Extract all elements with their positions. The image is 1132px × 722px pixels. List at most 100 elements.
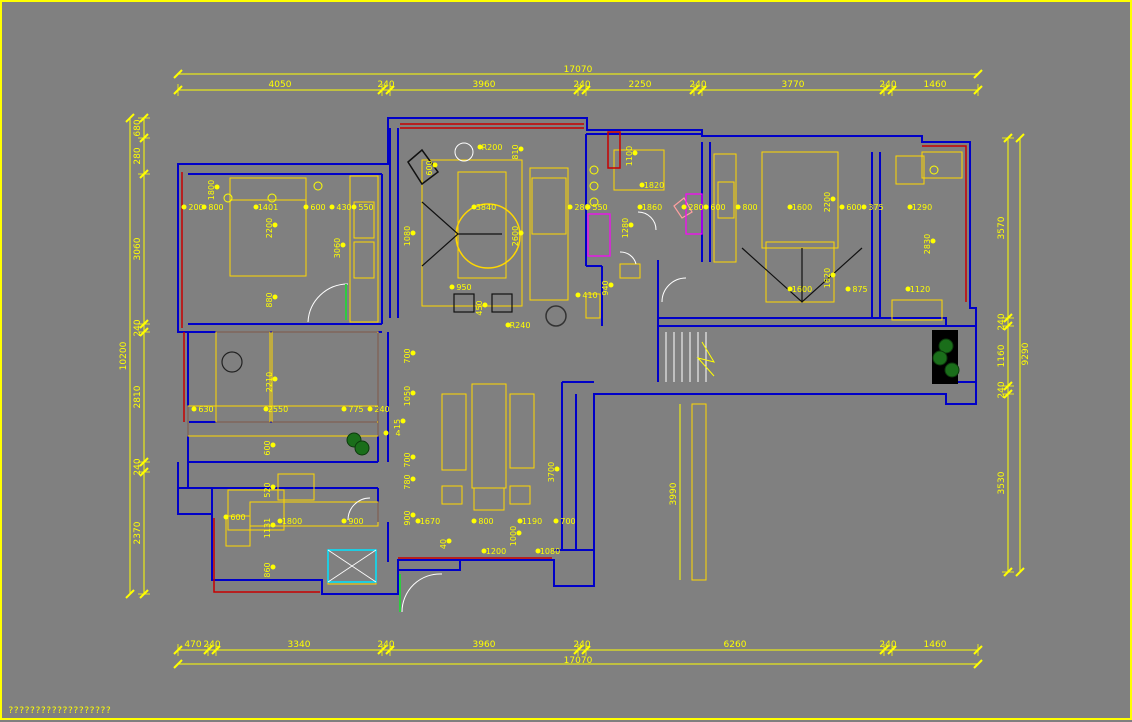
dining-dimension-label: 4 [395,429,400,438]
bed2-dimension-label: 600 [846,203,861,212]
dimension-label: 1460 [924,640,947,650]
dimension-marker [263,406,269,412]
bed2-dimension-label: 2830 [923,234,932,254]
status-text: ??????????????????? [8,706,111,716]
furniture-outline [765,241,835,303]
bathtub-edge [607,131,621,169]
dimension-label: 240 [377,80,394,90]
dimension-tick [173,69,183,79]
dining-dimension-label: 1200 [486,547,506,556]
dimension-marker [632,150,638,156]
plant-icon [932,350,948,366]
furniture-outline [277,473,315,501]
dimension-marker [367,406,373,412]
furniture-outline [761,151,839,249]
kitchen-dimension-label: 600 [263,440,272,455]
dimension-label: 240 [879,80,896,90]
dimension-label: 1460 [924,80,947,90]
furniture-outline [691,403,707,581]
wardrobe-dimension-label: 3990 [669,482,679,505]
dimension-marker [535,548,541,554]
dimension-label: 3570 [997,216,1007,239]
dimension-label: 240 [997,313,1007,330]
furniture-outline [225,515,251,547]
dimension-label: 240 [879,640,896,650]
dimension-marker [735,204,741,210]
bed1-dimension-label: 600 [310,203,325,212]
dimension-label: 3340 [288,640,311,650]
bath-dimension-label: 1100 [625,146,634,166]
bed2-dimension-label: 875 [852,285,867,294]
furniture-outline [473,487,505,511]
window-box [327,549,377,583]
diagonal-line [741,247,863,303]
dimension-marker [383,430,389,436]
dimension-marker [449,284,455,290]
bed2-dimension-label: 2200 [823,192,832,212]
top-total-label: 17070 [564,65,593,75]
furniture-outline [471,383,507,489]
kitchen-dimension-label: 900 [348,517,363,526]
dimension-marker [787,286,793,292]
fixture-marker [589,165,599,175]
dimension-marker [477,144,483,150]
furniture-outline [353,201,375,239]
bath-dimension-label: 280 [688,203,703,212]
dimension-label: 3960 [473,640,496,650]
round-stool [454,142,474,162]
bed2-dimension-label: 1120 [910,285,930,294]
furniture-outline [509,393,535,469]
dimension-label: 2370 [133,521,143,544]
wall-segment [397,549,594,571]
furniture-outline [891,299,943,321]
kitchen-dimension-label: 520 [263,482,272,497]
dimension-marker [482,302,488,308]
bed2-dimension-label: 1620 [823,268,832,288]
bottom-total-label: 17070 [564,656,593,666]
bath-dimension-label: 550 [592,203,607,212]
door-swing [619,251,637,265]
right-total-label: 9290 [1021,342,1031,365]
dimension-label: 3060 [133,237,143,260]
wall-finish-line [181,172,185,422]
dimension-label: 240 [573,80,590,90]
left-total-label: 10200 [119,341,129,370]
wall-segment [188,128,399,333]
dining-dimension-label: 700 [560,517,575,526]
furniture-outline [441,393,467,471]
dimension-label: 470 [184,640,201,650]
dimension-marker [567,204,573,210]
kitchen-dimension-label: 860 [263,562,272,577]
bath-dimension-label: 280 [574,203,589,212]
armchair [407,148,440,186]
dimension-tick [973,69,983,79]
furniture-outline [531,177,567,235]
furniture-outline [585,293,601,319]
furniture-outline [509,485,531,505]
dimension-tick [1015,567,1025,577]
dimension-label: 3960 [473,80,496,90]
furniture-outline [421,159,523,307]
dimension-marker [410,350,416,356]
dimension-marker [637,204,643,210]
dimension-marker [518,230,524,236]
bed1-dimension-label: 1800 [207,180,216,200]
living-dimension-label: 810 [511,144,520,159]
dimension-marker [340,242,346,248]
dimension-marker [516,530,522,536]
furniture-outline [271,331,379,423]
plant-icon [944,362,960,378]
furniture-outline [215,331,271,423]
dining-dimension-label: 1670 [420,517,440,526]
bed1-dimension-label: 1401 [258,203,278,212]
toilet [673,197,693,219]
furniture-outline [717,181,735,219]
living-dimension-label: 950 [456,283,471,292]
living-dimension-label: R200 [482,143,503,152]
dimension-marker [410,454,416,460]
bed1-dimension-label: 430 [336,203,351,212]
